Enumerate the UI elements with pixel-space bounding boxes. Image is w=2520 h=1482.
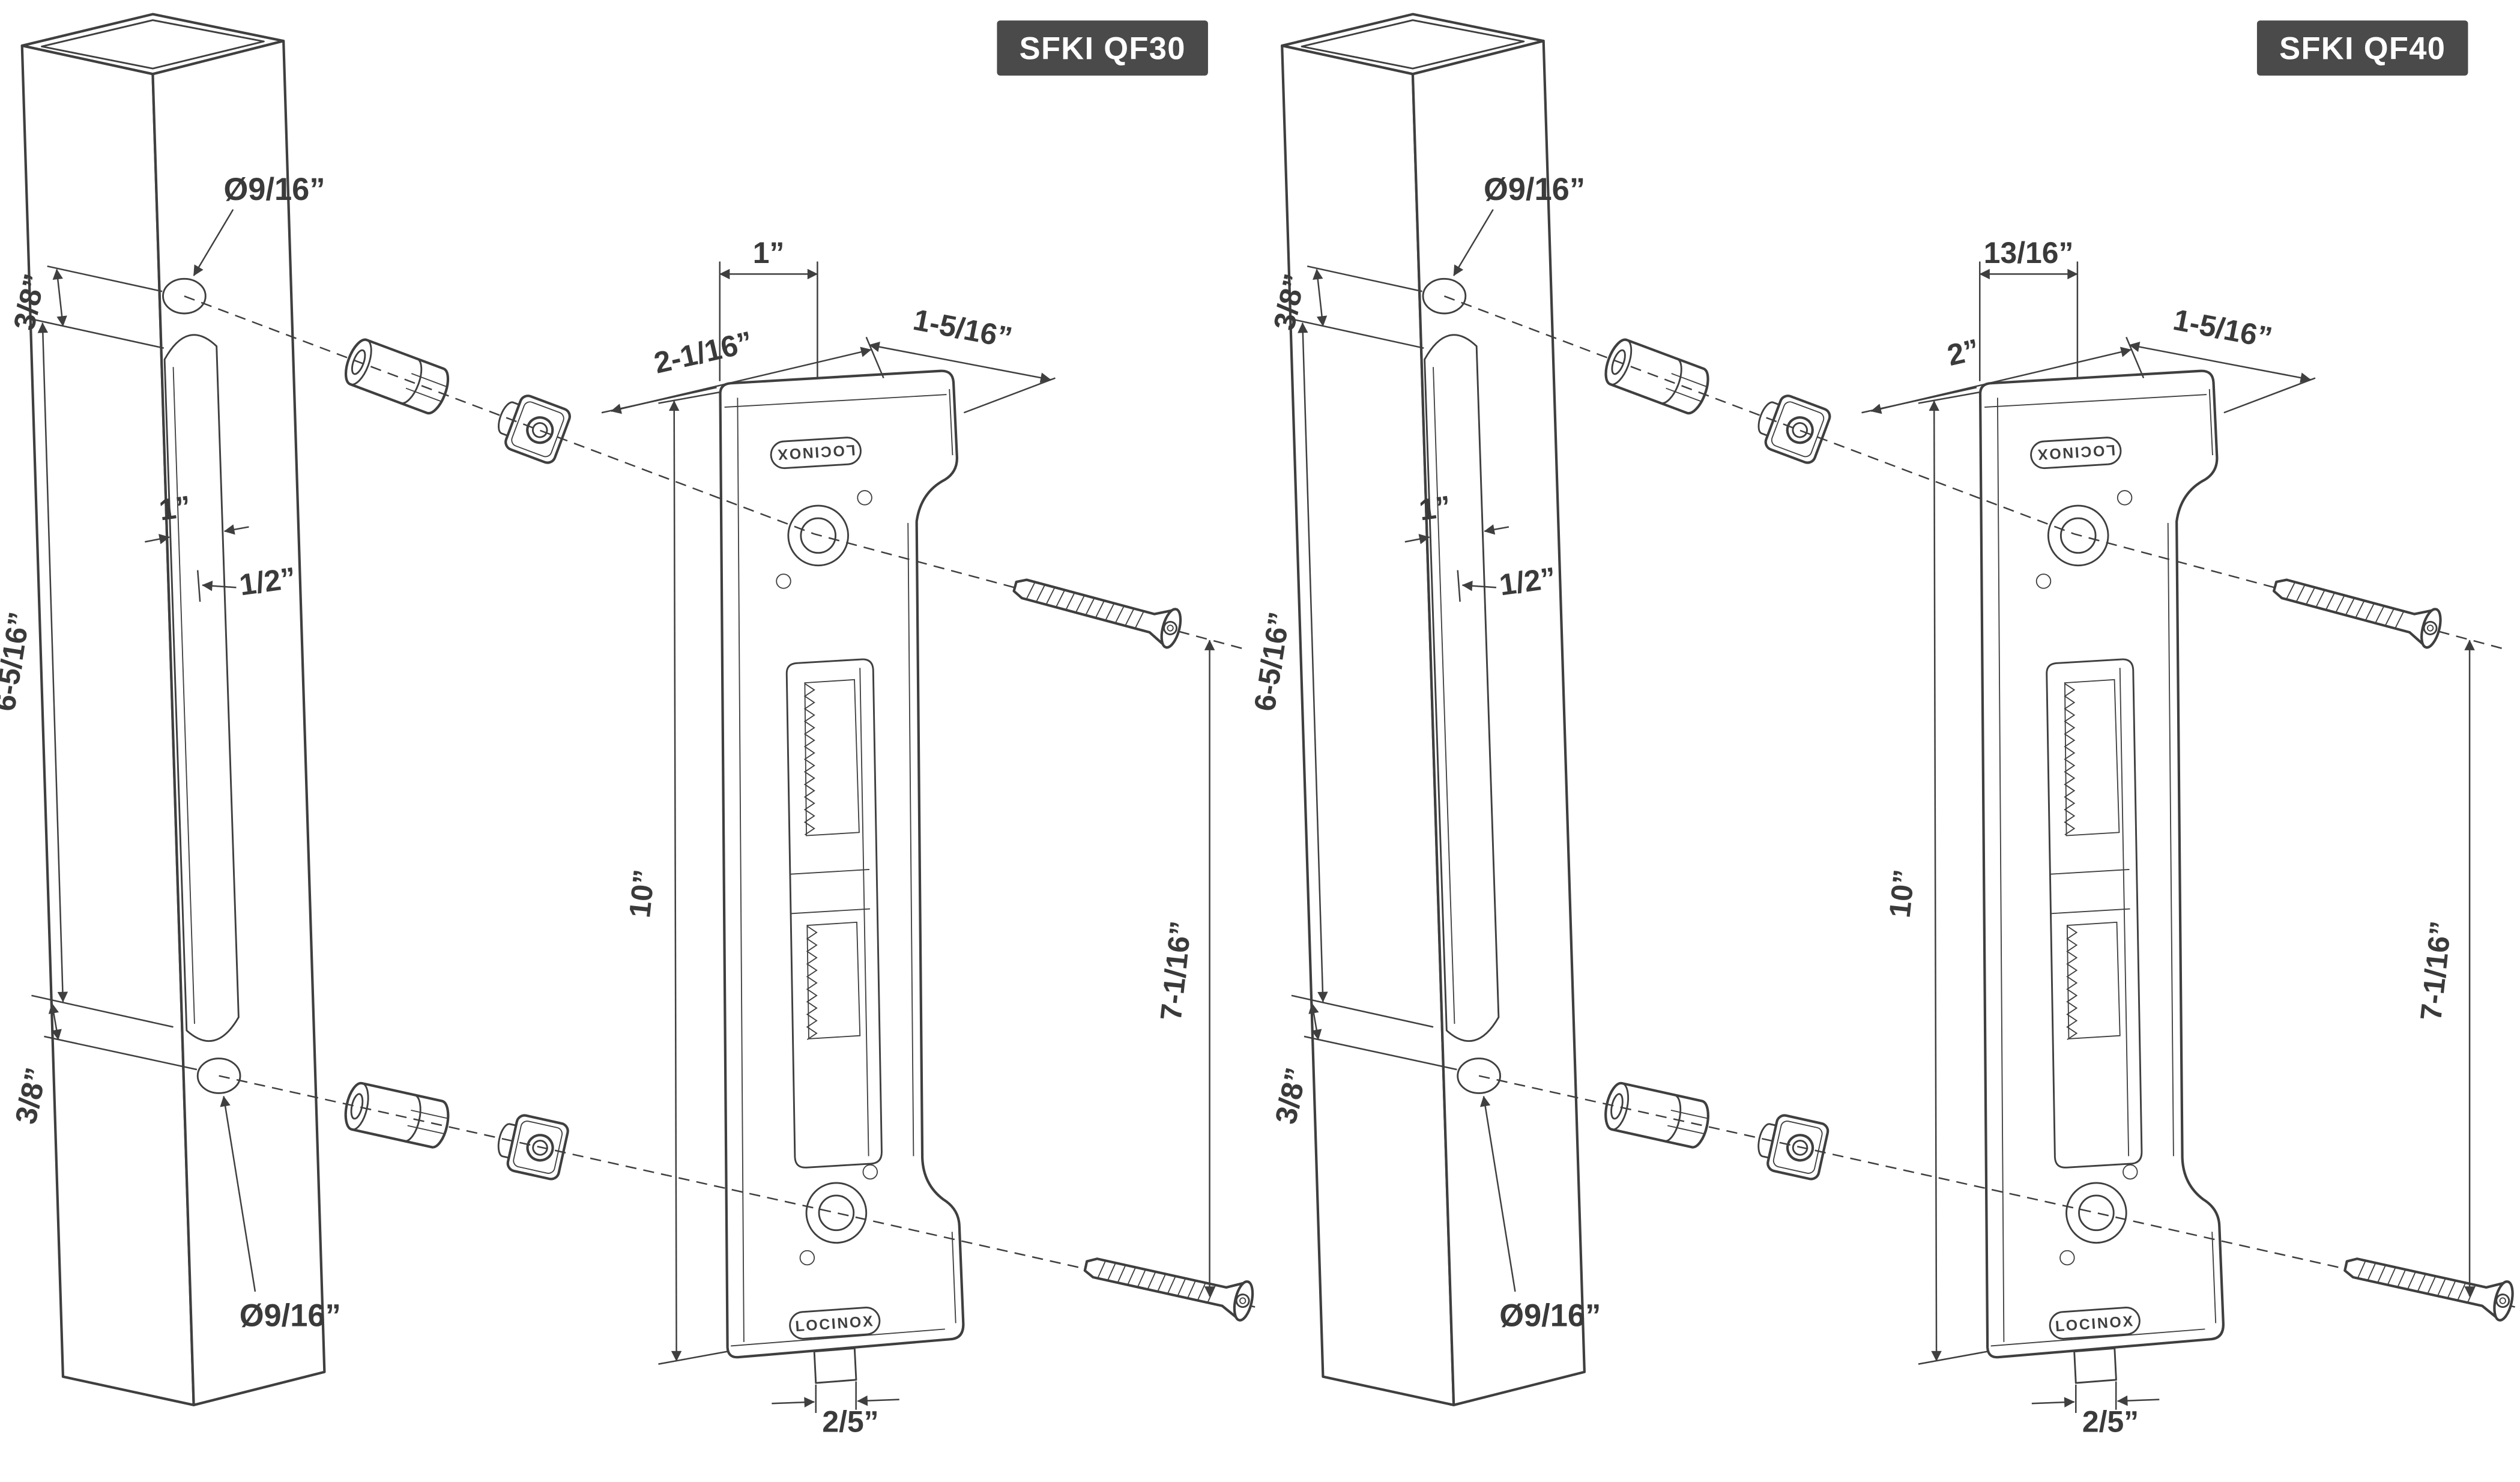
dim-label-post-slot-height: 6-5/16” — [0, 609, 37, 713]
dim-label-post-hole-dia-top: Ø9/16” — [1484, 172, 1585, 207]
dim-label-post-slot-center: 1/2” — [1497, 561, 1558, 602]
dim-label-post-hole-dia-bottom: Ø9/16” — [240, 1299, 341, 1334]
dim-label-plate-height: 10” — [623, 868, 661, 919]
dim-label-post-hole-offset-bottom: 3/8” — [1269, 1065, 1313, 1127]
dim-label-plate-foot-width: 2/5” — [822, 1405, 878, 1438]
assembly-drawing-qf40 — [1282, 14, 2517, 1413]
assembly-drawing-qf30 — [22, 14, 1257, 1413]
dim-label-plate-edge-to-axis: 13/16” — [1984, 236, 2074, 270]
product-badge-label: SFKI QF40 — [2279, 31, 2446, 66]
dim-label-plate-edge-to-axis: 1” — [753, 236, 785, 270]
dim-label-screw-spacing: 7-1/16” — [1154, 919, 1198, 1022]
dim-label-plate-wing-width: 1-5/16” — [910, 303, 1015, 355]
dim-label-post-hole-dia-top: Ø9/16” — [223, 172, 325, 207]
dim-label-plate-foot-width: 2/5” — [2082, 1405, 2139, 1438]
dim-label-post-slot-center: 1/2” — [237, 561, 298, 602]
dim-label-plate-width: 2” — [1944, 333, 1983, 372]
dim-label-post-slot-width: 1” — [1417, 489, 1453, 527]
dim-label-post-slot-height: 6-5/16” — [1248, 609, 1296, 713]
dim-label-plate-wing-width: 1-5/16” — [2171, 303, 2275, 355]
dim-label-post-slot-width: 1” — [157, 489, 193, 527]
dim-label-post-hole-offset-bottom: 3/8” — [8, 1065, 53, 1127]
product-badge-label: SFKI QF30 — [1020, 31, 1186, 66]
dim-label-plate-height: 10” — [1883, 868, 1921, 919]
dim-label-plate-width: 2-1/16” — [651, 325, 756, 380]
dim-label-post-hole-dia-bottom: Ø9/16” — [1499, 1299, 1601, 1334]
dim-label-screw-spacing: 7-1/16” — [2414, 919, 2458, 1022]
